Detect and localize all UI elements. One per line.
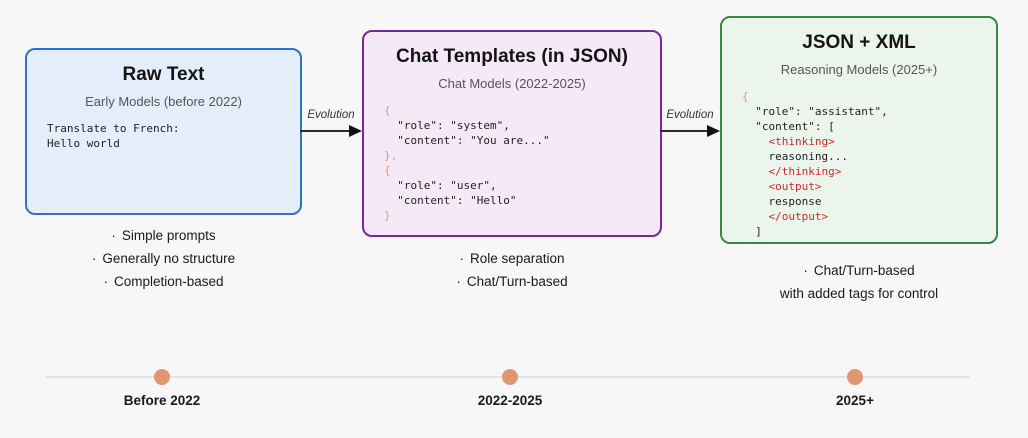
note-line: ·Chat/Turn-based <box>456 274 568 289</box>
arrowhead-right-icon <box>349 125 362 137</box>
arrow-line <box>300 130 358 132</box>
stage-card-raw-text: Raw Text Early Models (before 2022) Tran… <box>25 48 302 215</box>
code-line: "role": "system", <box>384 119 510 132</box>
notes-json-xml: ·Chat/Turn-based with added tags for cont… <box>720 259 998 305</box>
code-block: { "role": "assistant", "content": [ <thi… <box>722 89 996 239</box>
timeline-label-before-2022: Before 2022 <box>123 393 201 408</box>
card-title: JSON + XML <box>802 32 916 53</box>
note-line: ·Role separation <box>459 251 565 266</box>
code-line: Hello world <box>47 137 120 150</box>
arrow-label: Evolution <box>307 109 355 121</box>
stage-card-json-xml: JSON + XML Reasoning Models (2025+) { "r… <box>720 16 998 244</box>
code-line: { <box>742 90 749 103</box>
card-subtitle: Reasoning Models (2025+) <box>780 62 938 77</box>
timeline-dot-2025-plus <box>847 369 863 385</box>
notes-raw-text: ·Simple prompts ·Generally no structure ·C… <box>25 224 302 293</box>
code-line: "content": "Hello" <box>384 194 517 207</box>
arrowhead-right-icon <box>707 125 720 137</box>
timeline-label-2025-plus: 2025+ <box>836 393 874 408</box>
evolution-arrow-1: Evolution <box>300 108 362 137</box>
stage-card-chat-templates: Chat Templates (in JSON) Chat Models (20… <box>362 30 662 237</box>
code-line: reasoning... <box>742 150 848 163</box>
note-line: with added tags for control <box>779 286 939 301</box>
card-title: Chat Templates (in JSON) <box>396 46 628 67</box>
bullet-icon: · <box>803 263 808 278</box>
bullet-icon: · <box>103 274 108 289</box>
arrow-body <box>660 125 720 137</box>
evolution-arrow-2: Evolution <box>660 108 720 137</box>
card-subtitle: Chat Models (2022-2025) <box>438 76 586 91</box>
arrow-label: Evolution <box>666 109 714 121</box>
code-line: { <box>384 164 391 177</box>
timeline-dot-2022-2025 <box>502 369 518 385</box>
bullet-icon: · <box>91 251 97 266</box>
note-line: ·Generally no structure <box>91 251 236 266</box>
arrow-body <box>300 125 362 137</box>
code-line: "content": "You are..." <box>384 134 550 147</box>
code-line: }, <box>384 149 398 162</box>
card-title: Raw Text <box>122 64 205 85</box>
code-line: { <box>384 104 391 117</box>
bullet-icon: · <box>456 274 461 289</box>
card-subtitle: Early Models (before 2022) <box>85 94 242 109</box>
note-line: ·Completion-based <box>103 274 224 289</box>
code-line: "content": [ <box>742 120 835 133</box>
code-line: </output> <box>768 210 829 223</box>
code-line: "role": "assistant", <box>742 105 888 118</box>
code-line: Translate to French: <box>47 122 180 135</box>
code-line: response <box>742 195 822 208</box>
note-line: ·Chat/Turn-based <box>803 263 915 278</box>
code-line: <output> <box>768 180 822 193</box>
arrow-line <box>660 130 716 132</box>
bullet-icon: · <box>459 251 464 266</box>
timeline-label-2022-2025: 2022-2025 <box>477 393 543 408</box>
code-line: } <box>384 209 391 222</box>
code-block: Translate to French: Hello world <box>27 121 300 151</box>
note-line: ·Simple prompts <box>111 228 216 243</box>
code-line: ] <box>742 225 762 238</box>
bullet-icon: · <box>111 228 116 243</box>
timeline-dot-before-2022 <box>154 369 170 385</box>
code-line: </thinking> <box>768 165 842 178</box>
code-line: "role": "user", <box>384 179 497 192</box>
code-line: <thinking> <box>768 135 835 148</box>
code-block: { "role": "system", "content": "You are.… <box>364 103 660 223</box>
notes-chat-templates: ·Role separation ·Chat/Turn-based <box>362 247 662 293</box>
